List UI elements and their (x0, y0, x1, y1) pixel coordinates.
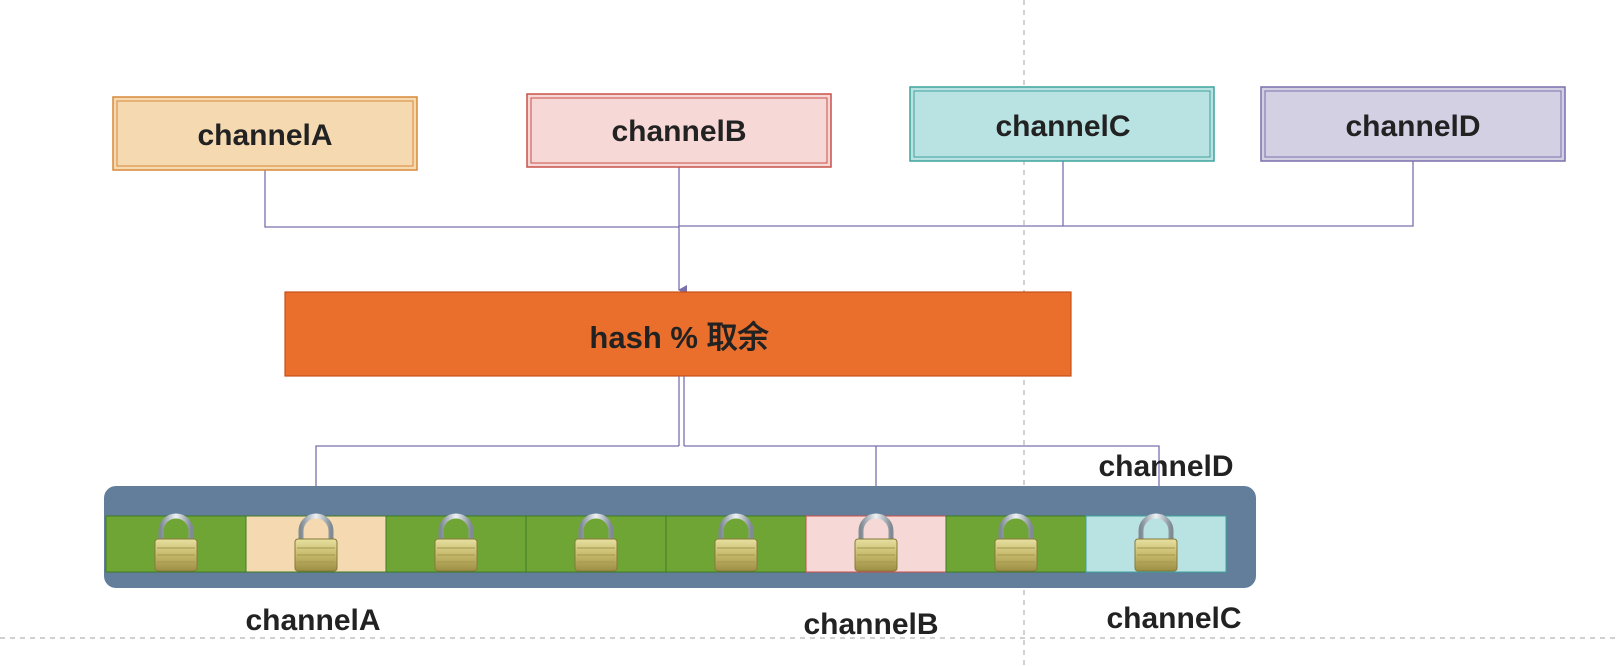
padlock-icon (154, 513, 198, 572)
channel-box-a: channelA (112, 96, 418, 171)
slot-array (105, 513, 1227, 573)
channel-b-label: channelB (611, 115, 746, 148)
padlock-icon (994, 513, 1038, 572)
slot (385, 513, 527, 573)
channel-c-label: channelC (995, 110, 1130, 143)
slot (1085, 513, 1227, 573)
input-connectors (264, 159, 1414, 295)
padlock-icon (854, 513, 898, 572)
slot-label-channel-b: channelB (803, 608, 938, 641)
slot (245, 513, 387, 573)
padlock-icon (574, 513, 618, 572)
padlock-icon (294, 513, 338, 572)
channel-box-b: channelB (526, 93, 832, 168)
connector-channel-c (679, 159, 1064, 227)
connector-channel-a (264, 164, 679, 228)
padlock-icon (1134, 513, 1178, 572)
slot (805, 513, 947, 573)
slot-label-channel-c: channelC (1106, 602, 1241, 635)
connector-channel-d (1063, 159, 1414, 227)
hash-modulo-label: hash % 取余 (589, 320, 769, 355)
channel-d-label: channelD (1345, 110, 1480, 143)
channel-box-c: channelC (909, 86, 1215, 162)
slot (525, 513, 667, 573)
padlock-icon (714, 513, 758, 572)
channel-a-label: channelA (197, 119, 332, 152)
slot-label-channel-a: channelA (245, 604, 380, 637)
slot (665, 513, 807, 573)
channel-box-d: channelD (1260, 86, 1566, 162)
slot (945, 513, 1087, 573)
slot (105, 513, 247, 573)
slot-label-channel-d: channelD (1098, 450, 1233, 483)
padlock-icon (434, 513, 478, 572)
hash-modulo-box: hash % 取余 (284, 291, 1072, 377)
